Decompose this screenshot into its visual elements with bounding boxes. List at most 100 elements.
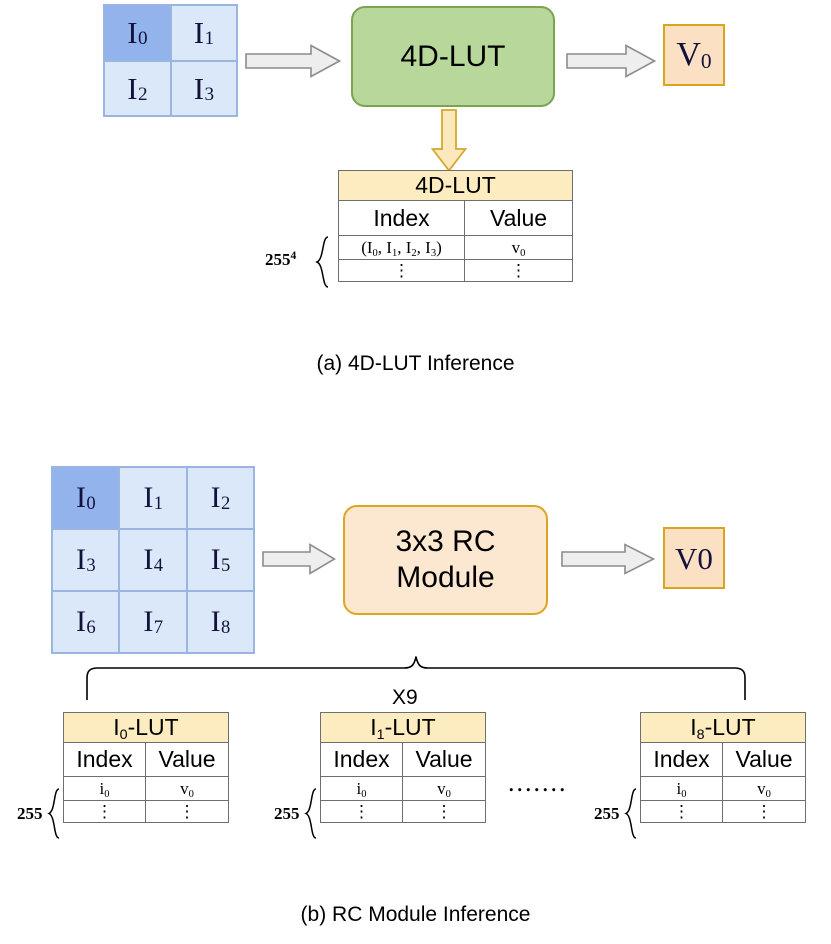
row-count-label-255: 255	[274, 804, 300, 823]
row-count-label-255: 255	[594, 804, 620, 823]
table-row-ellipsis: ⋮ ⋮	[640, 800, 807, 823]
curly-brace-icon	[315, 236, 329, 288]
row-count-exponent: 4	[290, 249, 297, 263]
column-header-value: Value	[463, 200, 574, 236]
row-count-label-255: 255	[17, 804, 43, 823]
table-column-header-row: Index Value	[640, 742, 807, 777]
cell-index-ellipsis: ⋮	[320, 800, 403, 823]
module-box-4dlut: 4D-LUT	[351, 6, 555, 107]
arrow-right-icon	[561, 543, 655, 575]
pixel-subscript: 1	[204, 28, 215, 50]
module-label: 3x3 RC Module	[395, 525, 496, 594]
table-row: i0 v0	[640, 776, 807, 801]
module-box-rc: 3x3 RC Module	[343, 505, 548, 615]
output-value-subscript: 0	[700, 49, 712, 74]
cell-value-ellipsis: ⋮	[721, 800, 807, 823]
row-count-base: 255	[265, 250, 291, 269]
curly-brace-wide-icon	[86, 656, 746, 700]
pixel-label: I	[143, 481, 154, 514]
column-header-value: Value	[144, 742, 230, 777]
pixel-subscript: 1	[153, 492, 163, 514]
curly-brace-icon	[624, 788, 637, 839]
cell-value: v0	[144, 776, 230, 801]
lut-table-title: I1-LUT	[319, 712, 487, 743]
output-value-box-v0: V0	[663, 527, 725, 589]
table-column-header-row: Index Value	[63, 742, 230, 777]
pixel-subscript: 3	[204, 83, 215, 105]
pixel-label: I	[193, 70, 205, 106]
cell-value: v0	[463, 235, 574, 260]
cell-value: v0	[721, 776, 807, 801]
pixel-label: I	[76, 481, 87, 514]
pixel-subscript: 3	[86, 554, 96, 576]
pixel-subscript: 7	[153, 616, 163, 638]
cell-value-ellipsis: ⋮	[401, 800, 487, 823]
arrow-right-icon	[262, 543, 336, 575]
pixel-label: I	[143, 543, 154, 576]
cell-value: v0	[401, 776, 487, 801]
table-column-header-row: Index Value	[338, 200, 574, 236]
pixel-label: I	[143, 605, 154, 638]
row-count-label-255-pow4: 2554	[265, 249, 297, 269]
table-row-ellipsis: ⋮ ⋮	[338, 259, 574, 282]
pixel-label: I	[76, 605, 87, 638]
column-header-index: Index	[640, 742, 723, 777]
pixel-label: I	[210, 481, 221, 514]
pixel-label: I	[210, 543, 221, 576]
cell-index-ellipsis: ⋮	[63, 800, 146, 823]
pixel-subscript: 2	[221, 492, 231, 514]
cell-index: i0	[63, 776, 146, 801]
lut-table-i8: I8-LUT Index Value i0 v0 ⋮ ⋮	[639, 712, 807, 823]
lut-table-i1: I1-LUT Index Value i0 v0 ⋮ ⋮	[319, 712, 487, 823]
pixel-subscript: 0	[137, 28, 148, 50]
cell-index-ellipsis: ⋮	[640, 800, 723, 823]
arrow-right-icon	[245, 44, 341, 78]
table-header-row: I0-LUT	[62, 712, 230, 743]
pixel-subscript: 4	[153, 554, 163, 576]
caption-panel-a: (a) 4D-LUT Inference	[316, 352, 515, 375]
cell-index-ellipsis: ⋮	[338, 259, 465, 282]
multiplier-label-x9: X9	[392, 686, 418, 709]
pixel-label: I	[127, 15, 138, 51]
table-row: i0 v0	[320, 776, 487, 801]
lut-table-4dlut: 4D-LUT Index Value (I0, I1, I2, I3) v0 ⋮…	[337, 170, 574, 282]
output-value-label: V0	[675, 540, 713, 576]
table-header-row: 4D-LUT	[337, 170, 574, 201]
table-row-ellipsis: ⋮ ⋮	[320, 800, 487, 823]
output-value-label: V	[676, 36, 701, 73]
cell-index: i0	[320, 776, 403, 801]
pixel-subscript: 6	[86, 616, 96, 638]
pixel-label: I	[127, 70, 138, 106]
pixel-label: I	[210, 605, 221, 638]
cell-value-ellipsis: ⋮	[463, 259, 574, 282]
arrow-down-icon	[431, 109, 467, 172]
cell-index: i0	[640, 776, 723, 801]
table-header-row: I1-LUT	[319, 712, 487, 743]
column-header-index: Index	[338, 200, 465, 236]
lut-table-i0: I0-LUT Index Value i0 v0 ⋮ ⋮	[62, 712, 230, 823]
table-row: i0 v0	[63, 776, 230, 801]
lut-table-title: I0-LUT	[62, 712, 230, 743]
pixel-label: I	[76, 543, 87, 576]
column-header-value: Value	[721, 742, 807, 777]
cell-value-ellipsis: ⋮	[144, 800, 230, 823]
column-header-index: Index	[63, 742, 146, 777]
table-row-ellipsis: ⋮ ⋮	[63, 800, 230, 823]
lut-table-title: I8-LUT	[639, 712, 807, 743]
lut-table-title: 4D-LUT	[337, 170, 574, 201]
pixel-subscript: 0	[86, 492, 96, 514]
